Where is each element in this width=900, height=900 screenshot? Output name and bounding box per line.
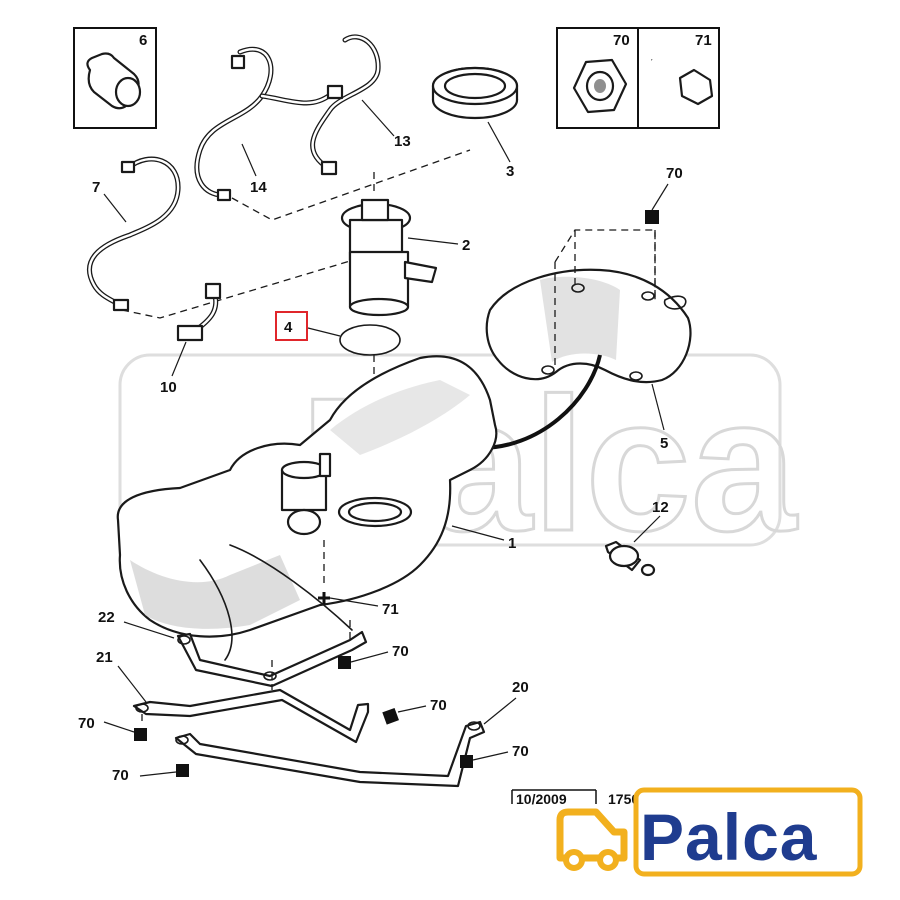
callout-2: 2 bbox=[462, 237, 470, 254]
locking-ring-3 bbox=[431, 66, 519, 120]
diagram-code: 1750 bbox=[608, 791, 639, 807]
palca-logo: Palca bbox=[556, 787, 863, 877]
callout-71-box: 71 bbox=[695, 32, 712, 49]
inset-fasteners: 70 71 bbox=[556, 27, 720, 129]
strap-21 bbox=[132, 620, 370, 744]
inset-clip-6: 6 bbox=[73, 27, 157, 129]
wiring-harness-7 bbox=[86, 156, 181, 312]
callout-3: 3 bbox=[506, 163, 514, 180]
callout-70-box: 70 bbox=[613, 32, 630, 49]
callout-1: 1 bbox=[508, 535, 516, 552]
strap-22 bbox=[176, 630, 368, 688]
connector-10 bbox=[176, 282, 222, 342]
hose-13 bbox=[310, 34, 381, 176]
strap-20 bbox=[174, 720, 486, 788]
diagram-date: 10/2009 bbox=[516, 791, 567, 807]
callout-10: 10 bbox=[160, 379, 177, 396]
fuel-filter-12 bbox=[604, 540, 656, 577]
callout-5: 5 bbox=[660, 435, 668, 452]
callout-70-c: 70 bbox=[430, 697, 447, 714]
fuel-pump-module-2 bbox=[340, 198, 438, 317]
callout-70-a: 70 bbox=[666, 165, 683, 182]
fastener-marker bbox=[382, 707, 399, 725]
highlight-box bbox=[275, 311, 308, 341]
callout-14: 14 bbox=[250, 179, 267, 196]
callout-7: 7 bbox=[92, 179, 100, 196]
callout-6: 6 bbox=[139, 32, 147, 49]
fastener-marker bbox=[645, 210, 659, 224]
callout-22: 22 bbox=[98, 609, 115, 626]
callout-12: 12 bbox=[652, 499, 669, 516]
logo-text: Palca bbox=[640, 800, 818, 874]
harness-14 bbox=[194, 46, 333, 202]
truck-icon bbox=[556, 808, 628, 871]
callout-70-d: 70 bbox=[78, 715, 95, 732]
bolt-71 bbox=[318, 592, 330, 604]
fastener-marker bbox=[176, 764, 189, 777]
callout-71-a: 71 bbox=[382, 601, 399, 618]
fastener-marker bbox=[338, 656, 351, 669]
callout-21: 21 bbox=[96, 649, 113, 666]
seal-ring-4 bbox=[339, 324, 401, 356]
diagram-footer: 10/2009 1750 bbox=[511, 789, 639, 807]
heat-shield-5 bbox=[485, 229, 692, 384]
callout-70-f: 70 bbox=[512, 743, 529, 760]
fastener-marker bbox=[460, 755, 473, 768]
callout-20: 20 bbox=[512, 679, 529, 696]
callout-13: 13 bbox=[394, 133, 411, 150]
fuel-tank-1 bbox=[116, 355, 498, 661]
callout-4: 4 bbox=[284, 319, 293, 336]
callout-70-e: 70 bbox=[112, 767, 129, 784]
flange-nut-icon bbox=[572, 58, 628, 114]
callout-70-b: 70 bbox=[392, 643, 409, 660]
hex-bolt-icon bbox=[651, 58, 714, 106]
fastener-marker bbox=[134, 728, 147, 741]
